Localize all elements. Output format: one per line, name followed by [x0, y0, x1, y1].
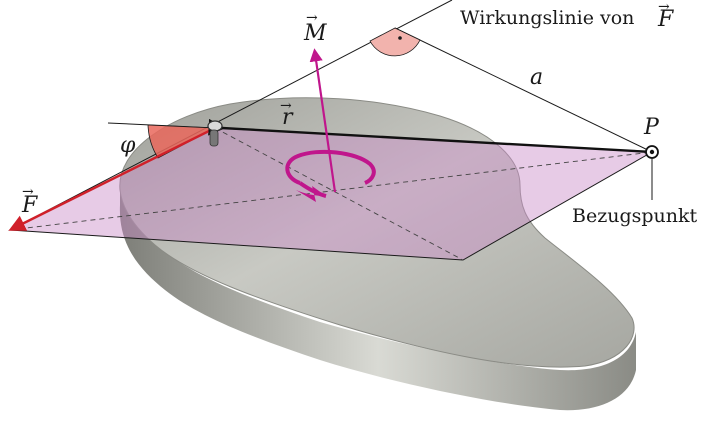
- moment-label: M: [303, 21, 327, 46]
- body-side: [119, 190, 637, 411]
- reference-point-label: Bezugspunkt: [572, 205, 698, 227]
- right-angle-dot: [398, 36, 402, 40]
- rotation-arrow: [285, 149, 376, 185]
- plane-diagonal-1: [214, 127, 464, 261]
- pin-icon: [207, 120, 223, 147]
- line-of-action-label: Wirkungslinie von: [460, 7, 634, 29]
- distance-label: a: [530, 65, 543, 90]
- force-label-accent: →: [22, 184, 34, 200]
- line-of-action-symbol: F: [657, 7, 674, 32]
- radius-vector: [208, 118, 653, 154]
- radius-label-accent: →: [280, 98, 292, 114]
- distance-a-line: [394, 27, 653, 153]
- right-angle-marker: [369, 27, 421, 57]
- moment-vector: [309, 48, 337, 193]
- rotation-arrow-tail: [298, 181, 327, 198]
- force-arrow: [8, 126, 216, 231]
- moment-label-accent: →: [306, 10, 318, 26]
- line-of-action-accent: →: [658, 0, 670, 15]
- body-top-face: [119, 97, 635, 368]
- point-label: P: [643, 115, 660, 140]
- force-label: F: [21, 193, 38, 218]
- angle-phi-marker: [147, 124, 217, 159]
- reference-point-center: [649, 149, 655, 155]
- angle-label: φ: [120, 133, 136, 158]
- radius-label: r: [282, 105, 294, 130]
